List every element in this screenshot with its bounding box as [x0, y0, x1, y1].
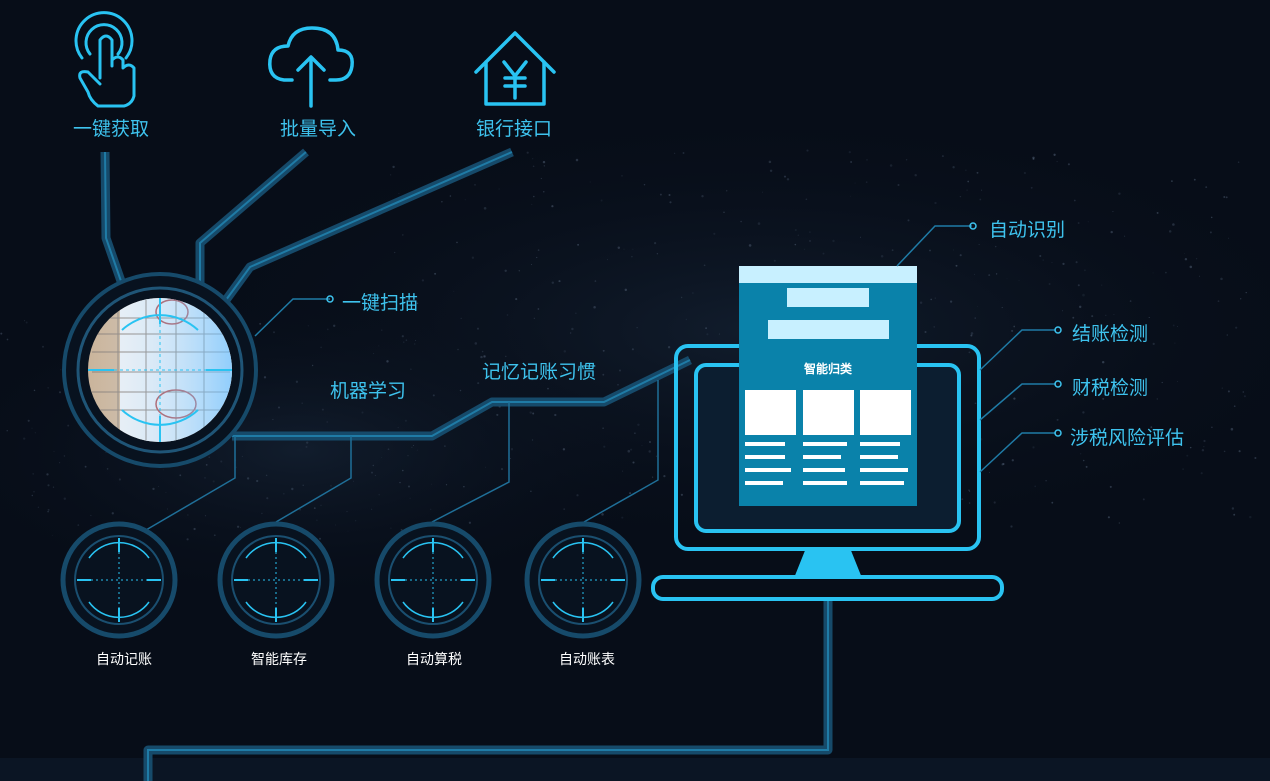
crosshair-icon[interactable] [217, 521, 335, 639]
branch-auto-bookkeeping [145, 436, 236, 531]
document-card [739, 266, 917, 506]
monitor-callouts [896, 225, 1056, 473]
connector-touch [100, 151, 127, 286]
module-icons [60, 521, 642, 639]
feature-label-batch-import[interactable]: 批量导入 [279, 118, 357, 140]
scan-callout-dot [326, 295, 334, 303]
feature-label-one-click-fetch[interactable]: 一键获取 [72, 118, 150, 140]
monitor-feature-finance-tax-check[interactable]: 财税检测 [1072, 377, 1149, 399]
touch-hand-icon [74, 11, 136, 108]
callout-dot [1054, 326, 1062, 334]
top-connectors-core [104, 151, 513, 301]
monitor-feature-auto-recognize[interactable]: 自动识别 [989, 219, 1066, 241]
connector-touch-core [104, 151, 123, 285]
scan-label[interactable]: 一键扫描 [342, 292, 419, 314]
module-label-smart-inventory[interactable]: 智能库存 [251, 652, 307, 668]
monitor-callout-dots [969, 222, 1062, 437]
monitor-feature-closing-check[interactable]: 结账检测 [1072, 323, 1149, 345]
branch-auto-reports [583, 380, 659, 523]
scan-lens-icon [62, 272, 258, 468]
callout-tax-risk [979, 432, 1056, 473]
connector-bank-core [225, 151, 513, 301]
main-connector-core [232, 359, 691, 437]
branch-auto-tax [431, 402, 510, 523]
callout-dot [1054, 380, 1062, 388]
memory-habit-label: 记忆记账习惯 [482, 361, 597, 383]
connector-cloud-core [199, 151, 307, 284]
callout-closing-check [979, 329, 1056, 371]
callout-dot [969, 222, 977, 230]
cloud-upload-icon [268, 26, 354, 108]
branch-smart-inventory [275, 436, 352, 523]
callout-dot [1054, 429, 1062, 437]
crosshair-icon[interactable] [60, 521, 178, 639]
callout-finance-tax-check [979, 383, 1056, 421]
module-label-auto-tax[interactable]: 自动算税 [406, 652, 462, 668]
crosshair-icon[interactable] [374, 521, 492, 639]
scan-callout [254, 298, 330, 337]
bottom-pipe-core [147, 600, 829, 781]
callout-auto-recognize [896, 225, 972, 267]
module-label-auto-bookkeeping[interactable]: 自动记账 [96, 652, 152, 668]
feature-label-bank-interface[interactable]: 银行接口 [475, 118, 553, 140]
bottom-band [0, 758, 1270, 781]
crosshair-icon[interactable] [524, 521, 642, 639]
bank-house-yen-icon [474, 31, 556, 106]
machine-learning-label: 机器学习 [330, 380, 407, 402]
module-branches [145, 380, 659, 531]
monitor-feature-tax-risk[interactable]: 涉税风险评估 [1070, 427, 1185, 449]
document-title: 智能归类 [803, 362, 853, 376]
module-label-auto-reports[interactable]: 自动账表 [559, 652, 615, 668]
